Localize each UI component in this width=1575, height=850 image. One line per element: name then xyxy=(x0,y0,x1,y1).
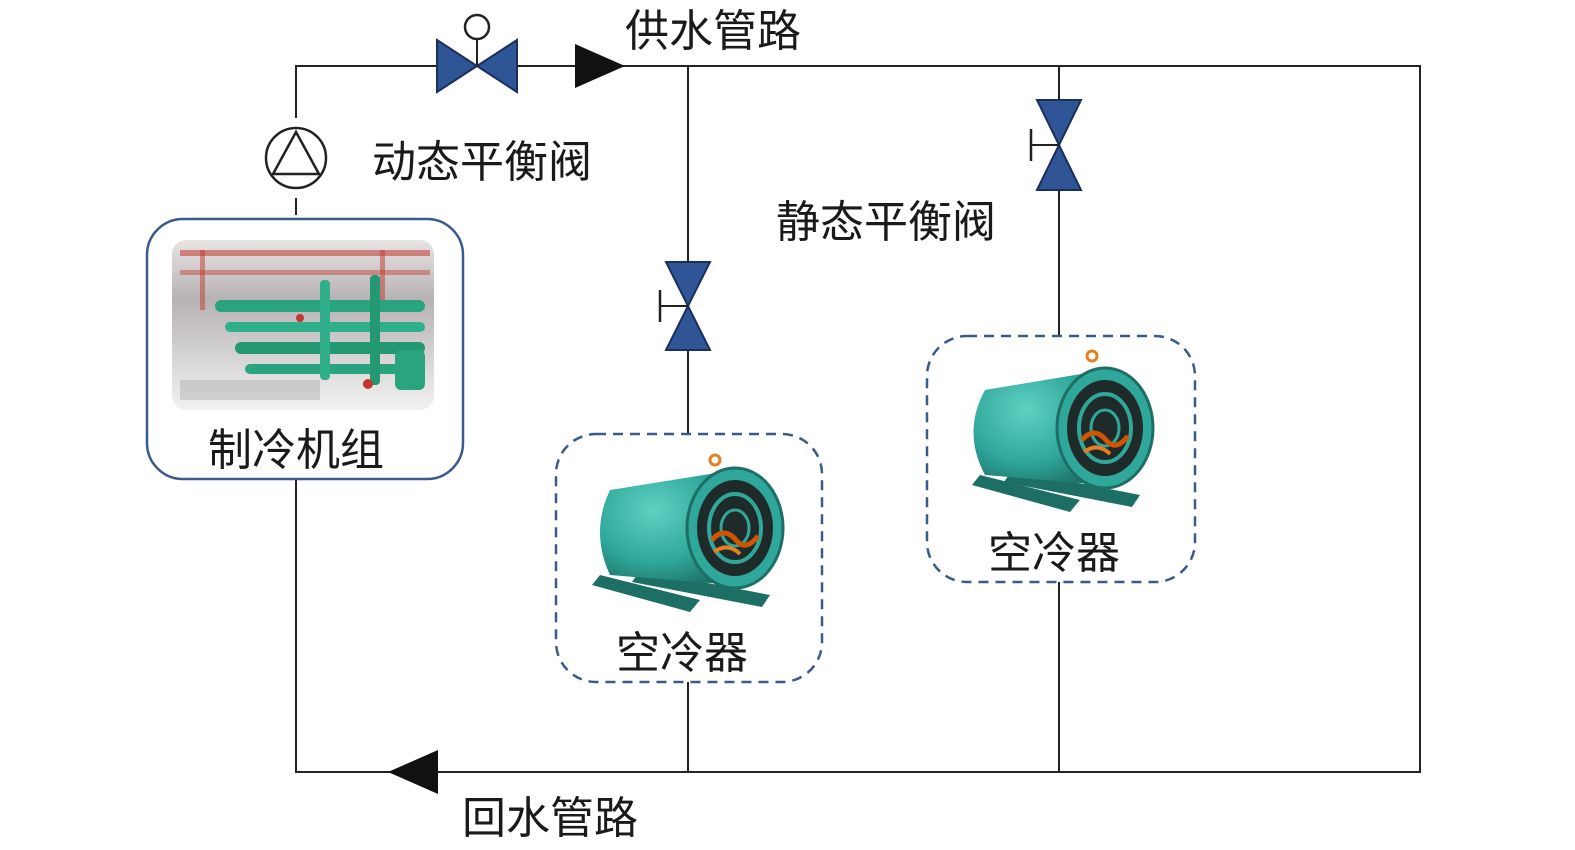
air-cooler-1-label: 空冷器 xyxy=(616,628,748,679)
chiller-unit: 制冷机组 xyxy=(145,217,465,481)
pump-icon xyxy=(264,118,328,198)
supply-pipe-line xyxy=(295,65,1421,773)
static-balance-valve-2-icon xyxy=(1029,99,1083,191)
return-pipe-label: 回水管路 xyxy=(462,793,638,844)
air-cooler-2-illustration-icon xyxy=(972,349,1155,512)
static-balance-valve-label: 静态平衡阀 xyxy=(776,197,996,248)
chiller-photo-icon xyxy=(172,240,434,410)
air-cooler-2: 空冷器 xyxy=(925,334,1197,584)
chiller-label: 制冷机组 xyxy=(208,425,384,476)
supply-flow-arrow-icon xyxy=(575,44,625,88)
air-cooler-2-label: 空冷器 xyxy=(988,528,1120,579)
supply-pipe-label: 供水管路 xyxy=(625,6,801,57)
air-cooler-1-illustration-icon xyxy=(592,453,785,612)
air-cooler-1: 空冷器 xyxy=(554,432,824,684)
dynamic-balance-valve-icon xyxy=(436,13,518,94)
static-balance-valve-1-icon xyxy=(658,261,712,351)
dynamic-balance-valve-label: 动态平衡阀 xyxy=(372,137,592,188)
return-flow-arrow-icon xyxy=(388,750,438,794)
